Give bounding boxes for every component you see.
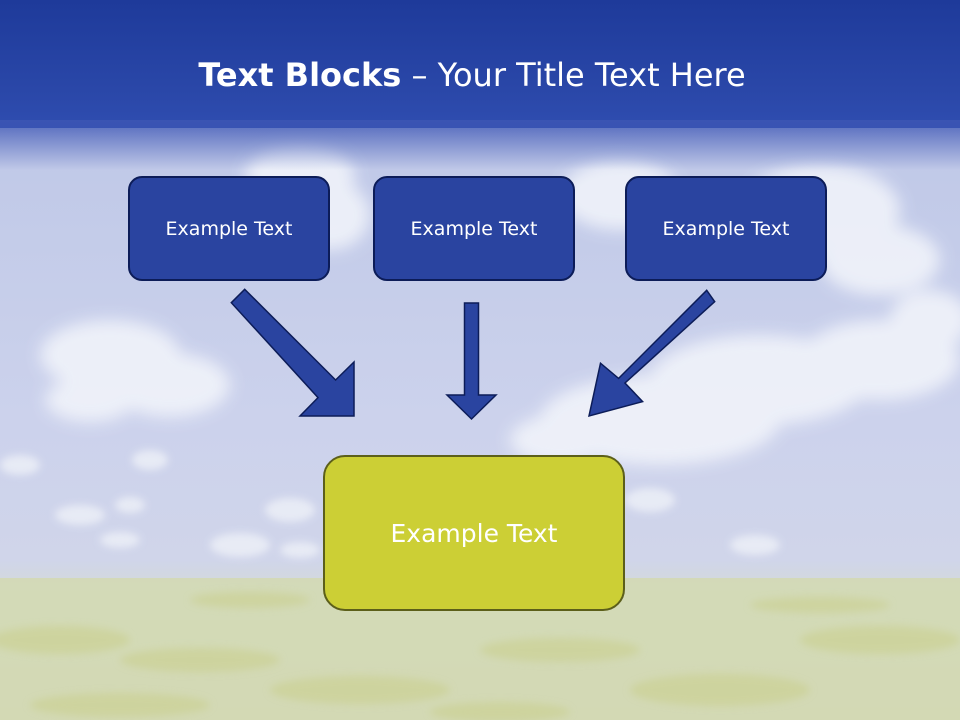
text-block-left-label: Example Text (165, 217, 293, 240)
small-clouds (0, 450, 780, 558)
title-bar (0, 0, 960, 128)
text-block-left[interactable]: Example Text (128, 176, 330, 281)
arrow-down-right (230, 288, 355, 417)
title-bar-fade (0, 120, 960, 170)
arrow-down (445, 302, 498, 421)
arrow-down-left (588, 289, 716, 418)
text-block-right-label: Example Text (662, 217, 790, 240)
text-block-right[interactable]: Example Text (625, 176, 827, 281)
slide-title: Text Blocks – Your Title Text Here (0, 52, 944, 98)
center-text-block[interactable]: Example Text (323, 455, 625, 611)
slide-title-rest: – Your Title Text Here (401, 56, 746, 94)
text-block-middle-label: Example Text (410, 217, 538, 240)
text-block-middle[interactable]: Example Text (373, 176, 575, 281)
center-text-block-label: Example Text (390, 518, 558, 548)
slide-title-bold: Text Blocks (198, 56, 402, 94)
